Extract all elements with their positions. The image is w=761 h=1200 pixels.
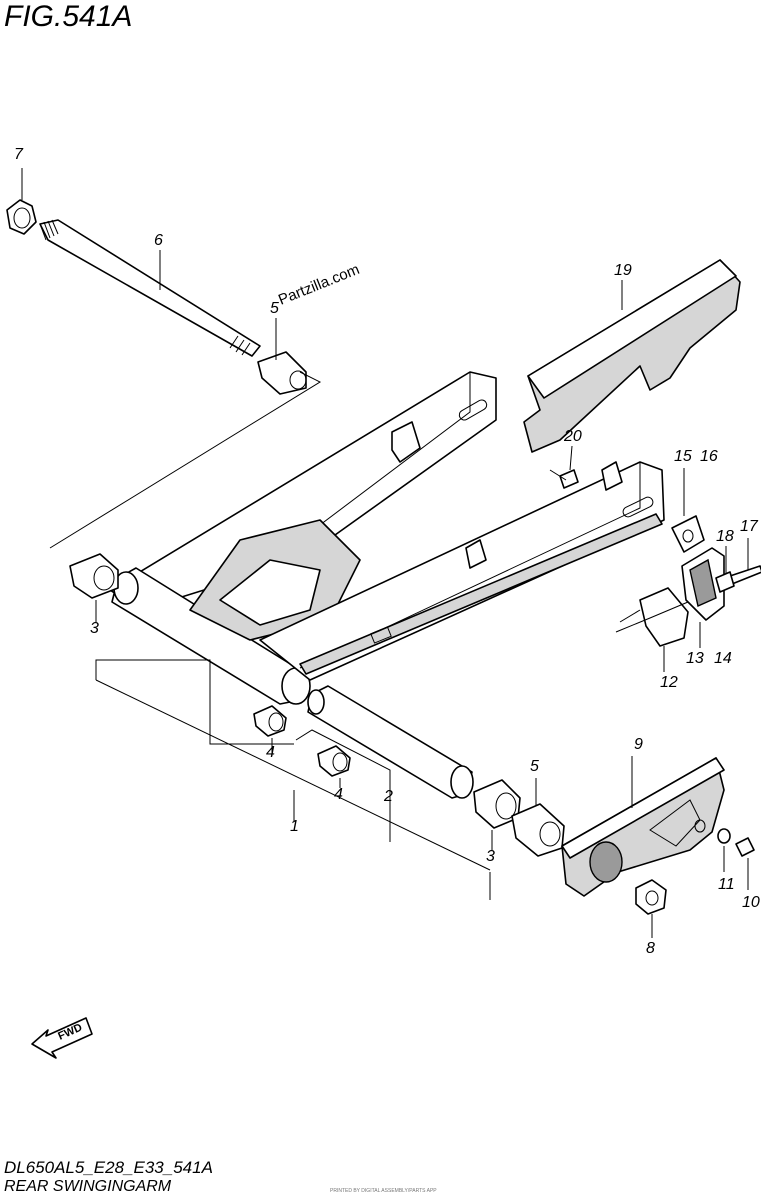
diagram-subtitle: REAR SWINGINGARM: [4, 1178, 172, 1195]
part-4-bearing-a[interactable]: [253, 705, 287, 737]
diagram-code: DL650AL5_E28_E33_541A: [4, 1158, 213, 1177]
part-9-chain-guard[interactable]: [561, 757, 725, 897]
part-13-14-adjuster[interactable]: [681, 547, 725, 621]
part-8-nut[interactable]: [635, 879, 667, 915]
part-11-washer[interactable]: [717, 828, 731, 844]
callout-6[interactable]: 6: [154, 232, 163, 249]
part-5-collar-lower[interactable]: [511, 803, 565, 857]
part-19-chain-case[interactable]: [523, 259, 741, 453]
callout-3-right[interactable]: 3: [486, 848, 495, 865]
part-6-pivot-shaft[interactable]: [39, 219, 261, 357]
callout-9[interactable]: 9: [634, 736, 643, 753]
callout-16[interactable]: 16: [700, 448, 718, 465]
fwd-arrow-icon: FWD: [31, 1017, 93, 1059]
part-20-bolt[interactable]: [549, 469, 579, 489]
leader-line-shaft: [49, 371, 322, 549]
callout-17[interactable]: 17: [740, 518, 758, 535]
callout-20[interactable]: 20: [564, 428, 582, 445]
callout-5-lower[interactable]: 5: [530, 758, 539, 775]
part-18-nut[interactable]: [715, 571, 735, 593]
callout-18[interactable]: 18: [716, 528, 734, 545]
callout-19[interactable]: 19: [614, 262, 632, 279]
part-3-bearing-right[interactable]: [473, 779, 521, 829]
print-info: PRINTED BY DIGITAL ASSEMBLY/PARTS APP: [330, 1188, 437, 1194]
leader-2: [295, 729, 391, 842]
callout-7[interactable]: 7: [14, 146, 23, 163]
part-17-bolt[interactable]: [729, 565, 761, 585]
part-5-collar-upper[interactable]: [257, 351, 307, 395]
callout-4-b[interactable]: 4: [334, 786, 343, 803]
part-4-bearing-b[interactable]: [317, 745, 351, 777]
callout-15[interactable]: 15: [674, 448, 692, 465]
callout-5-upper[interactable]: 5: [270, 300, 279, 317]
part-1-swingarm[interactable]: [109, 371, 665, 705]
callout-11[interactable]: 11: [718, 876, 735, 893]
callout-3-left[interactable]: 3: [90, 620, 99, 637]
callout-4-a[interactable]: 4: [266, 744, 275, 761]
callout-1[interactable]: 1: [290, 818, 299, 835]
part-10-bolt[interactable]: [735, 837, 755, 857]
callout-8[interactable]: 8: [646, 940, 655, 957]
figure-title: FIG.541A: [4, 0, 133, 33]
callout-2[interactable]: 2: [384, 788, 393, 805]
part-12-bracket[interactable]: [615, 587, 689, 647]
callout-14[interactable]: 14: [714, 650, 732, 667]
leader-frame-1: [95, 659, 294, 745]
callout-10[interactable]: 10: [742, 894, 760, 911]
part-7-nut[interactable]: [6, 199, 37, 235]
part-15-16-plate[interactable]: [671, 515, 705, 553]
leader-20: [569, 445, 573, 471]
callout-12[interactable]: 12: [660, 674, 678, 691]
callout-13[interactable]: 13: [686, 650, 704, 667]
part-3-bearing-left[interactable]: [69, 553, 119, 599]
part-2-spacer-tube[interactable]: [307, 685, 474, 799]
leader-1-bracket: [95, 679, 491, 871]
